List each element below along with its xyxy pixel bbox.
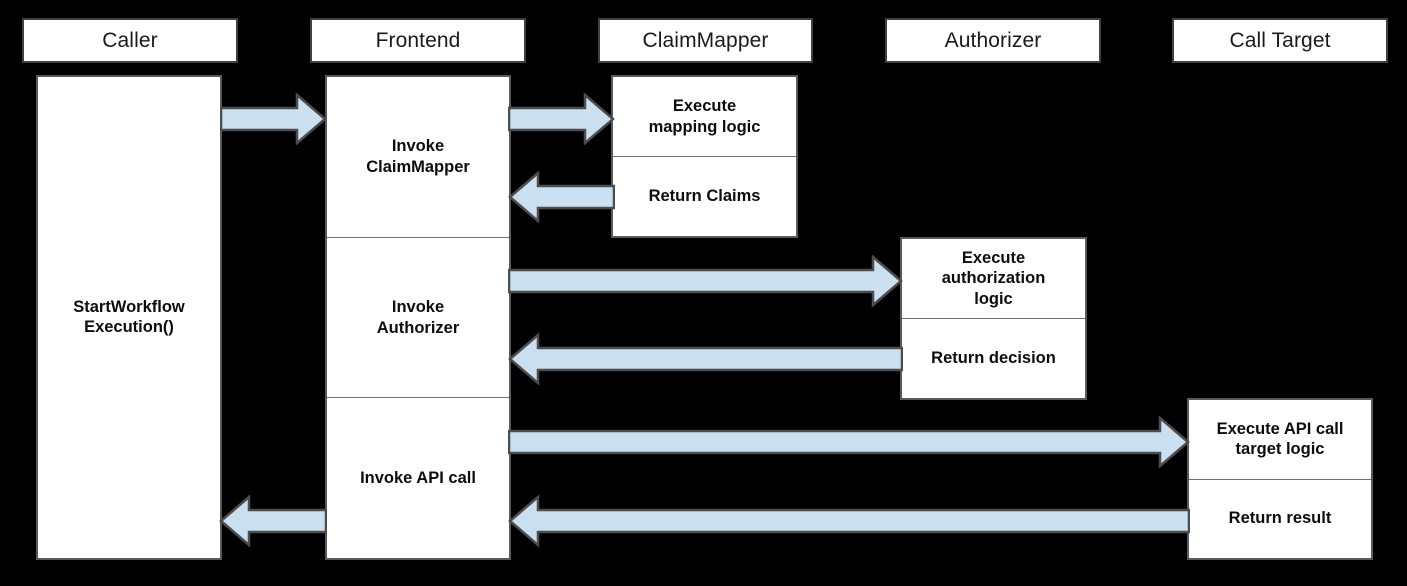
arrow-claimmapper-to-frontend-return[interactable] bbox=[508, 171, 615, 223]
participant-header-authorizer[interactable]: Authorizer bbox=[885, 18, 1101, 63]
arrow-authorizer-to-frontend-return[interactable] bbox=[508, 333, 903, 385]
lifeline-bar-frontend: Invoke ClaimMapper Invoke Authorizer Inv… bbox=[325, 75, 511, 560]
lifeline-cell-caller-startworkflowexecution: StartWorkflow Execution() bbox=[73, 297, 185, 337]
arrow-frontend-to-claimmapper-invoke[interactable] bbox=[508, 93, 615, 145]
arrow-caller-to-frontend-invoke[interactable] bbox=[220, 93, 327, 145]
participant-label: Frontend bbox=[375, 28, 461, 52]
lifeline-cell-caller-bottom bbox=[38, 398, 220, 558]
participant-header-calltarget[interactable]: Call Target bbox=[1172, 18, 1388, 63]
lifeline-bar-caller: StartWorkflow Execution() bbox=[36, 75, 222, 560]
participant-label: Call Target bbox=[1229, 28, 1331, 52]
participant-header-claimmapper[interactable]: ClaimMapper bbox=[598, 18, 813, 63]
lifeline-cell-calltarget-execute-api-call-target-logic: Execute API call target logic bbox=[1189, 400, 1371, 480]
lifeline-bar-claimmapper: Execute mapping logic Return Claims bbox=[611, 75, 798, 238]
lifeline-cell-frontend-invoke-authorizer: Invoke Authorizer bbox=[327, 238, 509, 399]
arrow-frontend-to-authorizer-invoke[interactable] bbox=[508, 255, 903, 307]
lifeline-cell-frontend-invoke-claimmapper: Invoke ClaimMapper bbox=[327, 77, 509, 238]
participant-header-caller[interactable]: Caller bbox=[22, 18, 238, 63]
arrow-frontend-to-calltarget-invoke[interactable] bbox=[508, 416, 1190, 468]
lifeline-cell-frontend-invoke-api-call: Invoke API call bbox=[360, 468, 476, 487]
lifeline-cell-authorizer-execute-authorization-logic: Execute authorization logic bbox=[902, 239, 1085, 319]
lifeline-cell-claimmapper-execute-mapping-logic: Execute mapping logic bbox=[613, 77, 796, 157]
lifeline-cell-authorizer-return-decision: Return decision bbox=[931, 349, 1056, 368]
participant-label: Authorizer bbox=[944, 28, 1042, 52]
participant-header-frontend[interactable]: Frontend bbox=[310, 18, 526, 63]
lifeline-bar-calltarget: Execute API call target logic Return res… bbox=[1187, 398, 1373, 560]
arrow-calltarget-to-frontend-return[interactable] bbox=[508, 495, 1190, 547]
lifeline-cell-claimmapper-return-claims: Return Claims bbox=[648, 187, 761, 206]
lifeline-bar-authorizer: Execute authorization logic Return decis… bbox=[900, 237, 1087, 400]
participant-label: Caller bbox=[102, 28, 158, 52]
participant-label: ClaimMapper bbox=[642, 28, 769, 52]
lifeline-cell-caller-top bbox=[38, 77, 220, 237]
lifeline-cell-calltarget-return-result: Return result bbox=[1228, 509, 1332, 528]
arrow-frontend-to-caller-return[interactable] bbox=[219, 495, 327, 547]
